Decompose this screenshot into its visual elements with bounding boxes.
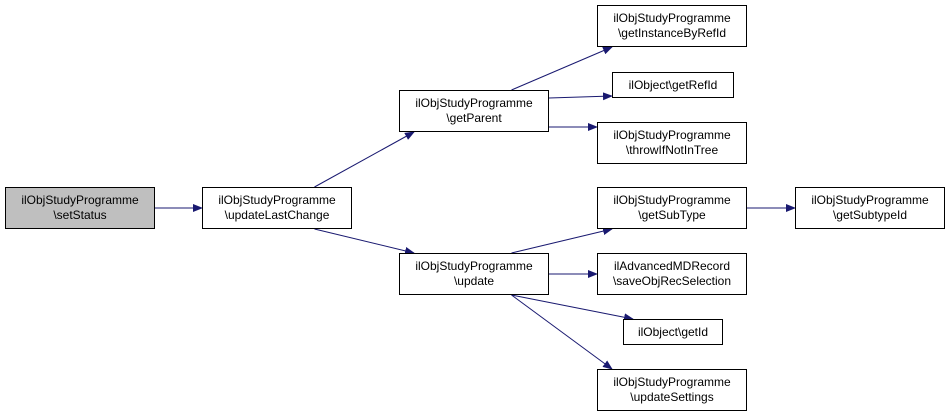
node-updatelastchange-line1: ilObjStudyProgramme <box>218 193 336 207</box>
node-updatesettings[interactable]: ilObjStudyProgramme \updateSettings <box>597 369 747 411</box>
node-getinstancebyrefid-line2: \getInstanceByRefId <box>617 26 727 40</box>
edge-update-to-getsubtype <box>511 227 613 254</box>
node-updatelastchange-line2: \updateLastChange <box>224 208 330 222</box>
node-update[interactable]: ilObjStudyProgramme \update <box>399 253 549 295</box>
node-getsubtype-line2: \getSubType <box>638 208 706 222</box>
node-getsubtypeid-line1: ilObjStudyProgramme <box>811 193 929 207</box>
edge-updatelastchange-to-getparent <box>314 131 415 188</box>
edge-update-to-updatesettings <box>511 294 613 370</box>
edge-update-to-getid <box>511 294 634 322</box>
node-getparent-line2: \getParent <box>446 111 502 125</box>
node-setstatus-line2: \setStatus <box>53 208 107 222</box>
node-getid-line1: ilObject\getId <box>637 324 709 339</box>
edge-updatelastchange-to-update <box>314 228 415 255</box>
node-updatelastchange[interactable]: ilObjStudyProgramme \updateLastChange <box>202 187 352 229</box>
node-saveobjrecselection[interactable]: ilAdvancedMDRecord \saveObjRecSelection <box>597 253 747 295</box>
node-update-line2: \update <box>453 274 495 288</box>
node-update-line1: ilObjStudyProgramme <box>415 259 533 273</box>
node-getid[interactable]: ilObject\getId <box>623 319 723 345</box>
node-updatesettings-line1: ilObjStudyProgramme <box>613 375 731 389</box>
node-saveobjrecselection-line1: ilAdvancedMDRecord <box>613 259 731 273</box>
node-getparent-line1: ilObjStudyProgramme <box>415 96 533 110</box>
node-saveobjrecselection-line2: \saveObjRecSelection <box>612 274 732 288</box>
node-getsubtype[interactable]: ilObjStudyProgramme \getSubType <box>597 187 747 229</box>
node-updatesettings-line2: \updateSettings <box>630 390 714 404</box>
node-getrefid[interactable]: ilObject\getRefId <box>612 72 734 98</box>
node-throwifnotintree-line2: \throwIfNotInTree <box>625 143 719 157</box>
node-throwifnotintree[interactable]: ilObjStudyProgramme \throwIfNotInTree <box>597 122 747 164</box>
node-getsubtypeid[interactable]: ilObjStudyProgramme \getSubtypeId <box>795 187 945 229</box>
node-getsubtype-line1: ilObjStudyProgramme <box>613 193 731 207</box>
node-getparent[interactable]: ilObjStudyProgramme \getParent <box>399 90 549 132</box>
edge-getparent-to-getinstancebyrefid <box>511 46 613 91</box>
edge-getparent-to-getrefid <box>548 92 613 101</box>
node-setstatus[interactable]: ilObjStudyProgramme \setStatus <box>5 187 155 229</box>
node-getinstancebyrefid[interactable]: ilObjStudyProgramme \getInstanceByRefId <box>597 5 747 47</box>
node-setstatus-line1: ilObjStudyProgramme <box>21 193 139 207</box>
node-getrefid-line1: ilObject\getRefId <box>628 77 718 92</box>
node-throwifnotintree-line1: ilObjStudyProgramme <box>613 128 731 142</box>
node-getsubtypeid-line2: \getSubtypeId <box>832 208 908 222</box>
node-getinstancebyrefid-line1: ilObjStudyProgramme <box>613 11 731 25</box>
